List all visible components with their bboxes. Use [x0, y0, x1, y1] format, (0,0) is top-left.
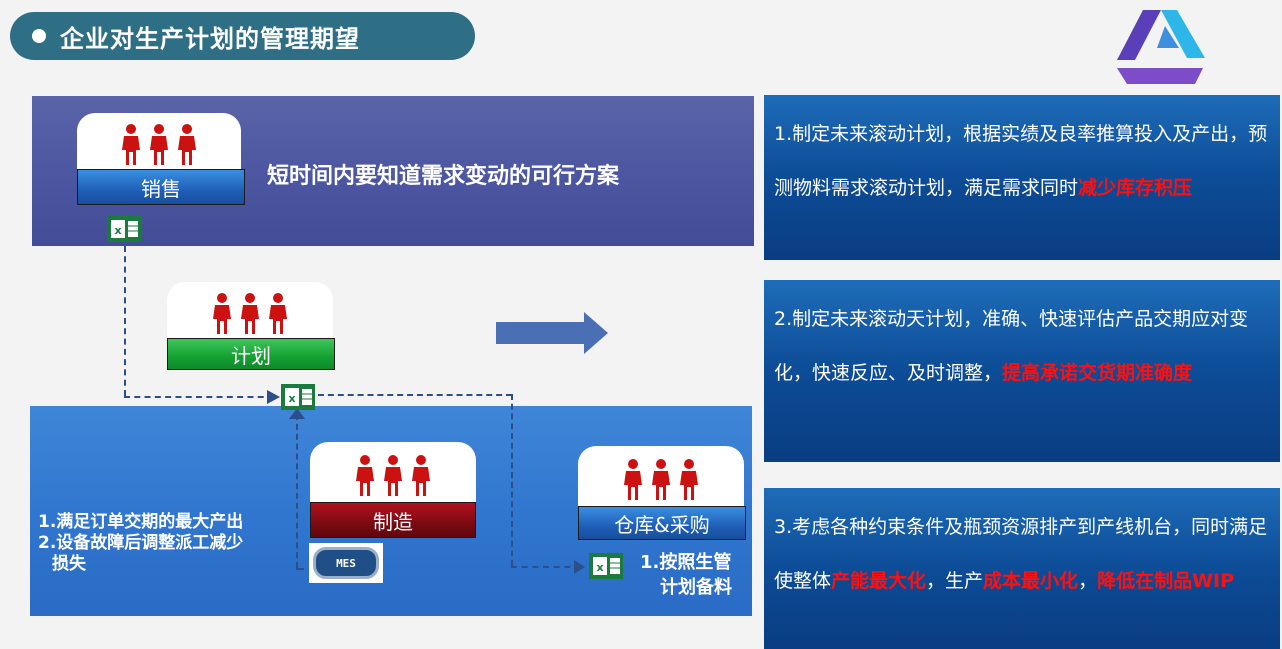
sales-statement: 短时间内要知道需求变动的可行方案: [267, 164, 620, 189]
production-goal-2-cont: 损失: [52, 554, 86, 574]
arrow-up-icon: [289, 408, 305, 419]
flow-line-mes: [296, 568, 304, 570]
flow-line-mfg: [296, 414, 298, 568]
svg-text:x: x: [288, 392, 295, 405]
page-title-pill: 企业对生产计划的管理期望: [10, 12, 475, 60]
arrow-right-icon: [267, 390, 280, 404]
manufacturing-label: 制造: [310, 502, 476, 538]
production-goals: 1.满足订单交期的最大产出 2.设备故障后调整派工减少 损失: [38, 512, 243, 575]
production-goal-2: 2.设备故障后调整派工减少: [38, 533, 244, 553]
mes-logo: MES: [309, 543, 383, 583]
excel-icon: x: [107, 216, 141, 242]
expectation-box-3: 3.考虑各种约束条件及瓶颈资源排产到产线机台，同时满足使整体产能最大化，生产成本…: [764, 488, 1280, 649]
expectation-box-1: 1.制定未来滚动计划，根据实绩及良率推算投入及产出，预测物料需求滚动计划，满足需…: [764, 95, 1280, 260]
sales-label: 销售: [77, 169, 245, 205]
people-icon: [578, 454, 744, 500]
flow-line-warehouse-excel: [511, 566, 581, 568]
excel-icon: x: [281, 384, 315, 410]
page-title: 企业对生产计划的管理期望: [60, 24, 360, 53]
warehouse-role-card: 仓库&采购: [578, 446, 746, 540]
flow-line-to-warehouse: [511, 394, 513, 566]
flow-line-to-plan-excel: [124, 396, 274, 398]
arrow-right-icon: [574, 560, 585, 574]
warehouse-label: 仓库&采购: [578, 506, 746, 540]
recycle-triangle-icon: [1117, 10, 1205, 84]
people-icon: [310, 450, 476, 496]
flow-line-plan-right: [318, 394, 512, 396]
flow-line-sales-down: [124, 246, 126, 396]
people-icon: [77, 119, 241, 165]
people-icon: [167, 288, 333, 334]
svg-text:x: x: [596, 561, 603, 574]
planning-role-card: 计划: [167, 282, 335, 370]
excel-icon: x: [589, 553, 623, 579]
svg-text:x: x: [114, 224, 121, 237]
procurement-goal: 1.按照生管 计划备料: [640, 552, 732, 598]
expectation-box-2: 2.制定未来滚动天计划，准确、快速评估产品交期应对变化，快速反应、及时调整，提高…: [764, 280, 1280, 462]
big-arrow-right-icon: [496, 312, 608, 354]
bullet-dot-icon: [32, 29, 46, 43]
production-goal-1: 1.满足订单交期的最大产出: [38, 512, 244, 532]
sales-role-card: 销售: [77, 113, 245, 205]
manufacturing-role-card: 制造: [310, 442, 476, 538]
mes-gear-icon: MES: [313, 547, 379, 579]
planning-label: 计划: [167, 338, 335, 370]
